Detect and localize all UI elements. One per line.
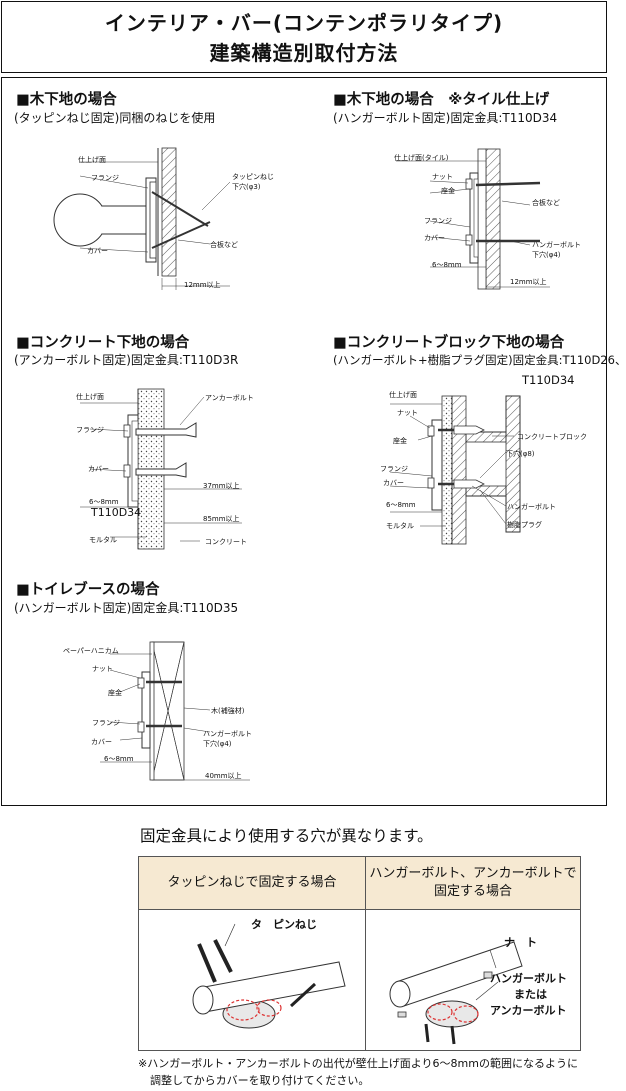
wood-tile-label-flange: フランジ — [424, 217, 452, 225]
concrete-label-gap: 6〜8mm — [89, 498, 119, 506]
col-tapping-illustration: タ ピンねじ — [138, 909, 366, 1051]
concrete-label-cover: カバー — [88, 465, 109, 473]
wood-tile-label-gap: 6〜8mm — [432, 261, 462, 269]
concrete-label-finish: 仕上げ面 — [76, 393, 104, 401]
block-label-hanger: ハンガーボルト — [507, 503, 556, 511]
tapping-screw-illustration — [192, 923, 346, 1029]
title-box: インテリア・バー(コンテンポラリタイプ) 建築構造別取付方法 — [1, 1, 607, 73]
tapping-screw-label: タ ピンねじ — [251, 918, 317, 931]
page-title: インテリア・バー(コンテンポラリタイプ) — [104, 11, 504, 35]
wood-tile-label-hanger: ハンガーボルト — [532, 241, 581, 249]
col-hanger-illustration: ナ ト ハンガーボルト または アンカーボルト — [365, 909, 581, 1051]
col-hanger-header-line2: 固定する場合 — [433, 884, 512, 899]
col-tapping-header: タッピンねじで固定する場合 — [138, 856, 366, 910]
concrete-label-min37: 37mm以上 — [203, 482, 240, 490]
block-label-nut: ナット — [397, 409, 418, 417]
wood-label-plywood: 合板など — [210, 241, 238, 249]
nut-label: ナ ト — [504, 936, 537, 949]
col-tapping-header-text: タッピンねじで固定する場合 — [167, 875, 337, 890]
page-subtitle: 建築構造別取付方法 — [209, 41, 399, 65]
adjust-note: ※ハンガーボルト・アンカーボルトの出代が壁仕上げ面より6〜8mmの範囲になるよう… — [138, 1055, 578, 1089]
concrete-section-subtitle: (アンカーボルト固定)固定金具:T110D3R — [14, 353, 239, 367]
concrete-diagram — [80, 388, 242, 550]
adjust-note-line1: ※ハンガーボルト・アンカーボルトの出代が壁仕上げ面より6〜8mmの範囲になるよう… — [138, 1057, 578, 1070]
wood-section-title: ■木下地の場合 — [16, 92, 117, 108]
wood-label-tapping: タッピンねじ — [232, 173, 274, 181]
wood-tile-label-pilot: 下穴(φ4) — [532, 251, 561, 259]
wood-diagram — [53, 147, 231, 290]
wood-tile-label-nut: ナット — [432, 173, 453, 181]
toilet-section-title: ■トイレブースの場合 — [16, 582, 160, 598]
wood-label-finish: 仕上げ面 — [78, 156, 106, 164]
wood-label-flange: フランジ — [91, 174, 119, 182]
block-label-washer: 座金 — [393, 437, 407, 445]
wood-label-min: 12mm以上 — [184, 281, 221, 289]
block-label-flange: フランジ — [380, 465, 408, 473]
concrete-label-anchor: アンカーボルト — [205, 394, 254, 402]
adjust-note-line2: 調整してからカバーを取り付けてください。 — [150, 1074, 370, 1087]
toilet-label-honeycomb: ペーパーハニカム — [63, 647, 119, 655]
block-label-mortar: モルタル — [386, 522, 414, 530]
toilet-diagram — [100, 641, 250, 781]
wood-label-pilot: 下穴(φ3) — [232, 183, 261, 191]
block-section-title: ■コンクリートブロック下地の場合 — [333, 335, 565, 351]
concrete-label-min85: 85mm以上 — [203, 515, 240, 523]
block-label-block: コンクリートブロック — [517, 433, 587, 441]
col-hanger-header-line1: ハンガーボルト、アンカーボルトで — [369, 866, 577, 881]
toilet-label-wood: 木(補強材) — [211, 707, 245, 715]
block-section-subtitle: (ハンガーボルト+樹脂プラグ固定)固定金具:T110D26、 — [333, 353, 626, 367]
block-diagram — [389, 395, 521, 545]
hanger-bolt-label: ハンガーボルト — [490, 972, 567, 985]
block-label-finish: 仕上げ面 — [389, 391, 417, 399]
wood-label-cover: カバー — [87, 247, 108, 255]
block-label-cover: カバー — [383, 479, 404, 487]
block-label-gap: 6〜8mm — [386, 501, 416, 509]
toilet-section-subtitle: (ハンガーボルト固定)固定金具:T110D35 — [14, 601, 239, 615]
toilet-label-flange: フランジ — [92, 719, 120, 727]
concrete-label-concrete: コンクリート — [205, 538, 247, 546]
hole-usage-table: タッピンねじで固定する場合 ハンガーボルト、アンカーボルトで 固定する場合 タ … — [138, 856, 581, 1051]
wood-tile-label-finish: 仕上げ面(タイル) — [394, 154, 449, 162]
wood-tile-section-title: ■木下地の場合 ※タイル仕上げ — [333, 92, 550, 108]
toilet-label-gap: 6〜8mm — [104, 755, 134, 763]
installation-methods-box — [1, 77, 607, 806]
concrete-label-flange: フランジ — [76, 426, 104, 434]
wood-section-subtitle: (タッピンねじ固定)同梱のねじを使用 — [14, 111, 216, 125]
block-section-subtitle-2: T110D34 — [522, 373, 575, 387]
wood-tile-label-cover: カバー — [424, 234, 445, 242]
toilet-label-pilot: 下穴(φ4) — [203, 740, 232, 748]
block-label-plug: 樹脂プラグ — [507, 521, 542, 529]
wood-tile-diagram — [396, 148, 550, 290]
wood-tile-section-subtitle: (ハンガーボルト固定)固定金具:T110D34 — [333, 111, 558, 125]
toilet-label-nut: ナット — [92, 665, 113, 673]
toilet-label-hanger: ハンガーボルト — [203, 730, 252, 738]
wood-tile-label-min: 12mm以上 — [510, 278, 547, 286]
concrete-label-mortar: モルタル — [89, 536, 117, 544]
toilet-label-washer: 座金 — [108, 689, 122, 697]
hole-usage-heading: 固定金具により使用する穴が異なります。 — [140, 827, 433, 845]
hanger-bolt-illustration — [389, 941, 523, 1045]
toilet-label-min: 40mm以上 — [205, 772, 242, 780]
wood-tile-label-plywood: 合板など — [532, 199, 560, 207]
col-hanger-header: ハンガーボルト、アンカーボルトで 固定する場合 — [365, 856, 581, 910]
concrete-label-part: T110D34 — [91, 506, 142, 519]
toilet-label-cover: カバー — [91, 738, 112, 746]
anchor-bolt-label: アンカーボルト — [490, 1004, 567, 1017]
concrete-section-title: ■コンクリート下地の場合 — [16, 335, 190, 351]
wood-tile-label-washer: 座金 — [441, 187, 455, 195]
or-label: または — [514, 988, 547, 1001]
block-label-pilot: 下穴(φ8) — [506, 450, 535, 458]
